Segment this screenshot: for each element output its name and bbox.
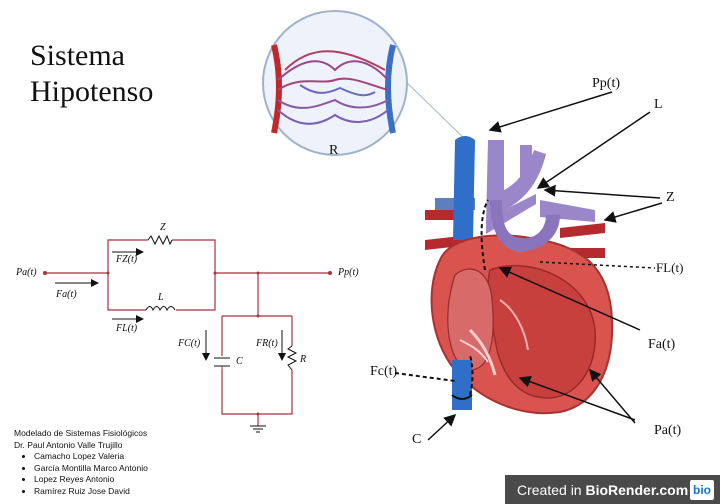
circuit-label-z: Z	[160, 222, 166, 233]
z-branch-right	[172, 239, 216, 273]
circuit-label-fr: FR(t)	[256, 338, 278, 349]
professor-name: Dr. Paul Antonio Valle Trujillo	[14, 439, 123, 450]
heart-label-fc: Fc(t)	[370, 364, 398, 379]
impedance-z-symbol	[147, 234, 173, 246]
biorender-logo-icon: bio	[690, 479, 714, 500]
heart-label-z: Z	[666, 190, 675, 205]
student-item: Lopez Reyes Antonio	[34, 474, 148, 486]
heart-illustration	[394, 91, 663, 441]
resistor-symbol	[286, 345, 298, 371]
credits: Modelado de Sistemas Fisiológicos Dr. Pa…	[14, 428, 148, 497]
shunt-bottom	[221, 370, 293, 415]
heart-label-c: C	[412, 432, 422, 447]
circuit	[45, 239, 330, 426]
circuit-label-fl: FL(t)	[116, 323, 138, 334]
l-branch-left	[107, 273, 146, 311]
circuit-label-r: R	[300, 354, 307, 365]
heart-label-pp: Pp(t)	[592, 76, 620, 91]
badge-brand: BioRender.com	[585, 481, 689, 498]
circuit-label-pp: Pp(t)	[338, 267, 359, 278]
circuit-label-l: L	[158, 292, 164, 303]
pulmonary-arch	[490, 200, 560, 252]
inductor-symbol	[145, 306, 176, 312]
circuit-label-fz: FZ(t)	[116, 254, 138, 265]
student-item: García Montilla Marco Antonio	[34, 463, 148, 475]
heart-label-l: L	[654, 97, 663, 112]
page-title: Sistema Hipotenso	[30, 38, 153, 110]
title-line-2: Hipotenso	[30, 75, 154, 108]
biorender-badge[interactable]: Created in BioRender.com bio	[505, 475, 720, 504]
circuit-label-c: C	[236, 356, 243, 367]
capillary-inset	[262, 10, 471, 156]
student-list: Camacho Lopez Valeria García Montilla Ma…	[14, 451, 148, 497]
inferior-vena-cava	[452, 360, 472, 410]
badge-prefix: Created in	[517, 481, 586, 498]
venule	[385, 44, 396, 134]
l-branch-right	[176, 273, 216, 311]
heart-label-pa: Pa(t)	[654, 423, 682, 438]
heart-label-fa: Fa(t)	[648, 337, 676, 352]
circuit-label-pa: Pa(t)	[16, 267, 37, 278]
z-branch-left	[107, 239, 148, 273]
heart-label-fl: FL(t)	[656, 260, 684, 275]
student-item: Camacho Lopez Valeria	[34, 451, 148, 463]
vena-cava	[453, 136, 475, 240]
title-line-1: Sistema	[30, 39, 125, 72]
student-item: Ramírez Ruiz Jose David	[34, 486, 148, 498]
arteriole	[271, 44, 282, 134]
circuit-label-fa: Fa(t)	[56, 289, 77, 300]
circuit-label-fc: FC(t)	[178, 338, 201, 349]
heart-label-r: R	[329, 143, 339, 158]
course-name: Modelado de Sistemas Fisiológicos	[14, 428, 148, 438]
